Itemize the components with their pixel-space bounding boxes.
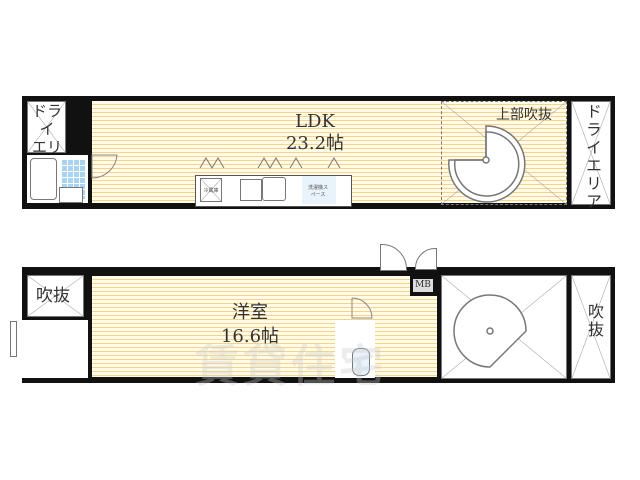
sink-icon (262, 177, 286, 201)
fridge-label: 冷蔵庫 (203, 188, 219, 194)
bathtub-icon (30, 158, 57, 200)
door-arcs (91, 154, 373, 319)
dry-area-right (571, 101, 611, 205)
void-right (571, 275, 611, 379)
void-right-label: 吹抜 (585, 303, 604, 339)
toilet-icon (352, 348, 370, 376)
balcony-rail (10, 321, 17, 357)
spiral-stair-upper-icon (448, 125, 526, 203)
stair-void-label: 上部吹抜 (496, 107, 552, 123)
void-left (27, 275, 84, 317)
mb-box: MB (410, 276, 437, 296)
mb-label: MB (413, 279, 433, 292)
dry-area-left (27, 101, 66, 153)
western-room-area: 16.6帖 (220, 326, 280, 347)
kitchen-counter: 冷蔵庫 洗濯機スペース (195, 175, 352, 207)
ldk-name: LDK (295, 111, 335, 132)
ldk-label: LDK 23.2帖 (265, 111, 365, 155)
ldk-area: 23.2帖 (285, 133, 345, 154)
bathroom (27, 155, 88, 203)
balcony (20, 320, 88, 378)
dry-area-left-label: ドライ エリア (31, 102, 62, 174)
spiral-stair-lower-icon (453, 294, 527, 368)
void-left-label: 吹抜 (36, 286, 70, 306)
toilet-room (335, 320, 375, 378)
watermark: 賃貸住宅 (195, 341, 387, 392)
washer-space (302, 176, 336, 204)
dry-area-right-label: ドライエリア (583, 103, 602, 211)
western-room-floor (92, 276, 437, 377)
washer-label: 洗濯機スペース (307, 185, 328, 198)
stove-icon (240, 179, 262, 201)
washbasin-icon (59, 187, 83, 203)
western-room-name: 洋室 (232, 302, 268, 323)
western-room-label: 洋室 16.6帖 (200, 301, 300, 349)
fridge-space (200, 178, 222, 202)
counter-triangles (199, 157, 341, 169)
